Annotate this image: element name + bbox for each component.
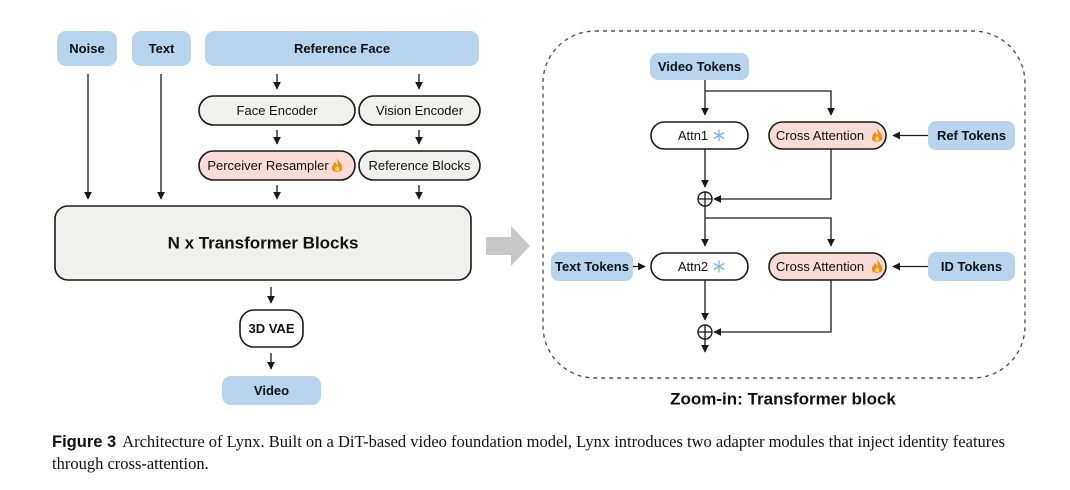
attn1-node	[650, 121, 749, 150]
snowflake-icon	[713, 129, 725, 142]
fire-icon	[871, 259, 883, 273]
face-encoder-node	[198, 95, 356, 126]
cross-attention-2-label: Cross Attention	[776, 259, 864, 274]
cross-attention-2-node	[768, 252, 887, 281]
add-node-1	[697, 191, 713, 207]
zoom-panel-border	[542, 30, 1026, 379]
vae-label: 3D VAE	[249, 321, 295, 336]
reference-blocks-label: Reference Blocks	[369, 158, 471, 173]
zoom-title: Zoom-in: Transformer block	[670, 390, 896, 409]
video-tokens-node	[650, 53, 749, 80]
video-node	[222, 376, 321, 405]
video-label: Video	[254, 383, 289, 398]
face-encoder-label: Face Encoder	[237, 103, 319, 118]
attn2-label: Attn2	[678, 259, 708, 274]
ref-tokens-label: Ref Tokens	[937, 128, 1006, 143]
text-tokens-node	[551, 252, 633, 281]
cross-attention-1-node	[768, 121, 887, 150]
perceiver-resampler-node	[198, 150, 356, 181]
edge-cross1-add1	[713, 149, 832, 203]
transformer-blocks-label: N x Transformer Blocks	[168, 234, 359, 253]
fire-icon	[331, 158, 343, 172]
caption-text: Architecture of Lynx. Built on a DiT-bas…	[52, 432, 1006, 473]
reference-blocks-node	[358, 150, 481, 181]
perceiver-resampler-label: Perceiver Resampler	[207, 158, 329, 173]
text-tokens-label: Text Tokens	[555, 259, 629, 274]
reference-face-label: Reference Face	[294, 41, 390, 56]
cross-attention-1-label: Cross Attention	[776, 128, 864, 143]
vae-node	[239, 309, 304, 348]
id-tokens-node	[928, 252, 1015, 281]
reference-face-node	[205, 31, 479, 66]
edge-video-cross1	[705, 90, 835, 116]
transformer-blocks-node	[54, 205, 472, 281]
id-tokens-label: ID Tokens	[941, 259, 1002, 274]
video-tokens-label: Video Tokens	[658, 59, 741, 74]
attn1-label: Attn1	[678, 128, 708, 143]
text-node	[132, 31, 191, 66]
add-node-2	[697, 324, 713, 340]
noise-label: Noise	[69, 41, 104, 56]
edge-cross2-add2	[713, 280, 832, 336]
text-label: Text	[149, 41, 175, 56]
edge-add1-cross2	[705, 217, 835, 247]
zoom-arrow-icon	[486, 226, 530, 266]
snowflake-icon	[713, 260, 725, 273]
noise-node	[57, 31, 117, 66]
ref-tokens-node	[928, 121, 1015, 150]
vision-encoder-node	[358, 95, 481, 126]
attn2-node	[650, 252, 749, 281]
caption-label: Figure 3	[52, 433, 117, 451]
fire-icon	[871, 128, 883, 142]
vision-encoder-label: Vision Encoder	[376, 103, 464, 118]
